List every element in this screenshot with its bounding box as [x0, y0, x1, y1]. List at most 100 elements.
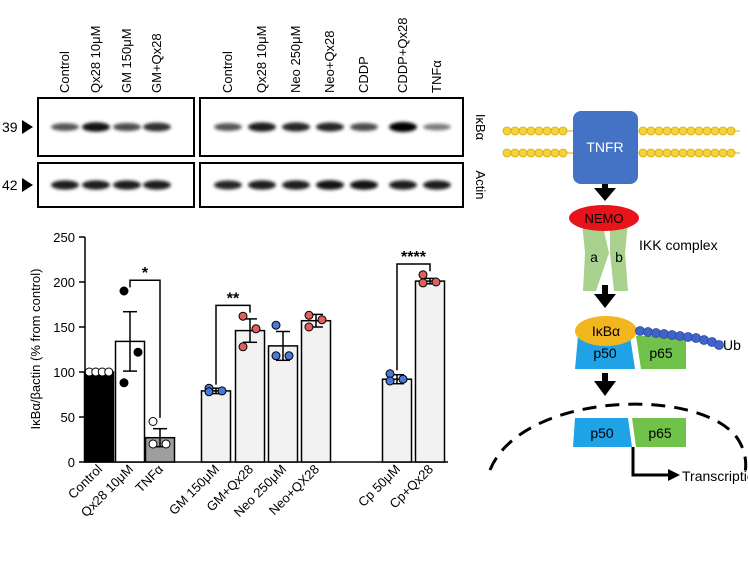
- significance-brackets: *******: [129, 249, 431, 418]
- blot-band: [389, 122, 417, 132]
- blot-band: [51, 180, 79, 190]
- blot-band: [350, 123, 378, 131]
- lipid-bead: [534, 148, 544, 158]
- lipid-bead: [638, 126, 648, 136]
- ubiquitin-bead: [643, 327, 653, 337]
- lipid-bead: [718, 148, 728, 158]
- lipid-bead: [710, 126, 720, 136]
- p50-box-nucleus: [573, 418, 632, 447]
- blot-band: [423, 180, 451, 190]
- bar: [381, 378, 413, 463]
- lipid-bead: [646, 148, 656, 158]
- lipid-bead: [518, 148, 528, 158]
- lane-label-left: GM 150μM: [119, 28, 134, 93]
- lane-label-right: Qx28 10μM: [254, 26, 269, 93]
- p50-label-nucleus: p50: [590, 425, 614, 441]
- lipid-bead: [558, 148, 568, 158]
- ub-label: Ub: [723, 337, 741, 353]
- ubiquitin-bead: [714, 340, 724, 350]
- nfkb-pathway-diagram: TNFR a b NEMO IKK complex p50 p65 IκBα U…: [488, 111, 748, 484]
- data-point: [133, 347, 143, 357]
- bar: [414, 280, 446, 463]
- lipid-bead: [702, 126, 712, 136]
- lane-label-left: GM+Qx28: [149, 33, 164, 93]
- lipid-bead: [542, 148, 552, 158]
- data-point: [251, 324, 261, 334]
- mw-marker: 39: [2, 119, 18, 135]
- p65-box-nucleus: [632, 418, 686, 447]
- data-point: [398, 374, 408, 384]
- data-point: [204, 387, 214, 397]
- blot-band: [282, 180, 310, 190]
- data-point: [431, 277, 441, 287]
- data-point: [238, 342, 248, 352]
- ubiquitin-bead: [675, 331, 685, 341]
- tnfr-receptor: [573, 111, 638, 184]
- blot-band: [143, 122, 171, 132]
- lipid-bead: [534, 126, 544, 136]
- blot-band: [82, 122, 110, 132]
- y-axis-label: IκBα/βactin (% from control): [28, 269, 43, 430]
- transcription-arrow: [631, 447, 680, 481]
- data-point: [161, 439, 171, 449]
- blot-band: [214, 180, 242, 190]
- data-point: [284, 351, 294, 361]
- nemo-label: NEMO: [585, 211, 624, 226]
- y-tick-label: 50: [61, 410, 75, 425]
- tnfr-label: TNFR: [586, 139, 623, 155]
- blot-band: [316, 180, 344, 190]
- data-points: [84, 270, 441, 449]
- ubiquitin-bead: [699, 335, 709, 345]
- ubiquitin-bead: [635, 326, 645, 336]
- blot-band: [282, 122, 310, 132]
- bar-chart: IκBα/βactin (% from control) 05010015020…: [28, 230, 448, 520]
- lipid-bead: [542, 126, 552, 136]
- data-point: [304, 322, 314, 332]
- lipid-bead: [654, 126, 664, 136]
- significance-bracket: [396, 263, 431, 371]
- blot-band: [350, 180, 378, 190]
- y-tick-label: 200: [53, 275, 75, 290]
- lane-label-left: Control: [57, 51, 72, 93]
- blot-band: [113, 180, 141, 190]
- ikk-b-label: b: [615, 249, 623, 265]
- significance-label: **: [227, 290, 240, 307]
- data-point: [385, 376, 395, 386]
- significance-label: ****: [401, 249, 427, 266]
- data-point: [271, 320, 281, 330]
- lipid-bead: [646, 126, 656, 136]
- arrow-down-1: [594, 184, 616, 201]
- p65-label-nucleus: p65: [648, 425, 672, 441]
- data-point: [148, 439, 158, 449]
- lipid-bead: [678, 126, 688, 136]
- lipid-bead: [678, 148, 688, 158]
- ubiquitin-bead: [651, 328, 661, 338]
- p65-box-cytoplasm: [636, 336, 686, 369]
- ikba-ellipse: [575, 316, 637, 346]
- data-point: [217, 386, 227, 396]
- lipid-bead: [526, 126, 536, 136]
- arrow-down-3: [594, 373, 616, 396]
- lipid-bead: [710, 148, 720, 158]
- lane-label-right: Neo 250μM: [288, 26, 303, 93]
- y-tick-label: 100: [53, 365, 75, 380]
- lipid-bead: [686, 148, 696, 158]
- data-point: [119, 378, 129, 388]
- ikk-subunit-a: [582, 222, 609, 291]
- cell-membrane: [502, 126, 740, 158]
- blot-band: [248, 122, 276, 132]
- lipid-bead: [726, 126, 736, 136]
- lipid-bead: [502, 148, 512, 158]
- ikba-label: IκBα: [592, 323, 620, 339]
- lipid-bead: [726, 148, 736, 158]
- nemo-ellipse: [569, 205, 639, 231]
- data-point: [119, 286, 129, 296]
- lane-label-right: CDDP: [356, 56, 371, 93]
- lipid-bead: [718, 126, 728, 136]
- blot-band: [113, 123, 141, 131]
- data-point: [304, 310, 314, 320]
